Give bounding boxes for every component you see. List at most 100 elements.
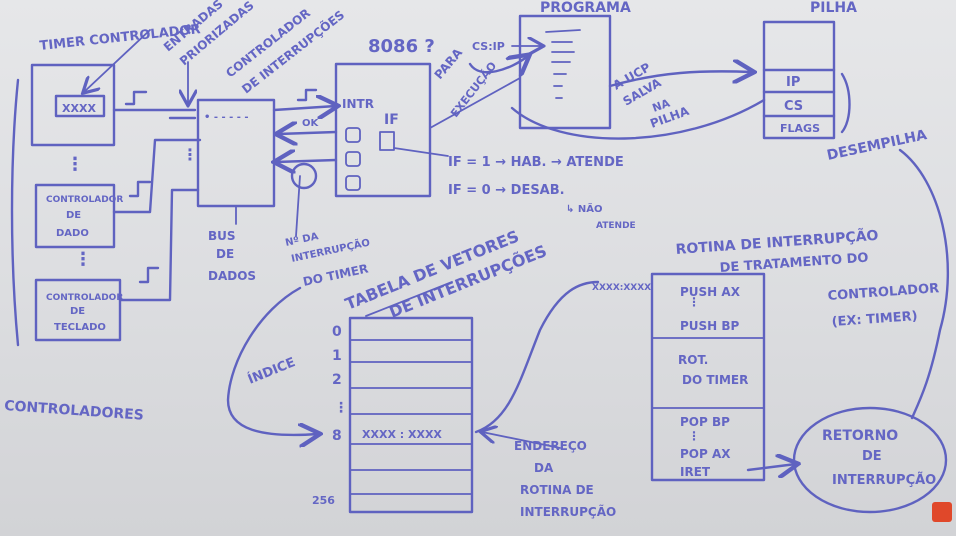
stop-label: PARA [432,45,466,82]
push-dots: ⋮ [688,295,700,309]
isr-title-3: CONTROLADOR [827,281,939,304]
isr-address-label-4: INTERRUPÇÃO [520,504,616,519]
pulse-symbol-keyboard [138,266,160,284]
cs-ip-label: CS:IP [472,40,505,53]
cpu-title: 8086 ? [368,36,435,57]
timer-pointer-arrow [84,29,151,92]
irq-line-keyboard [118,188,200,302]
controller-dots: ⋮ [182,145,198,164]
stack-ip-label: IP [786,75,800,90]
bus-label-3: DADOS [208,269,256,283]
not-attend-text-2: ATENDE [596,221,636,231]
keyboard-controller-label-1: CONTROLADOR [46,293,123,303]
isr-start-address: XXXX:XXXX [592,283,651,293]
channel-logo-icon [932,502,952,522]
save-to-stack-arrow [608,71,752,88]
program-group: PROGRAMA CS:IP A UCP SALVA NA PILHA [468,0,766,140]
pulse-symbol-timer [124,90,148,106]
timer-register-box [54,94,106,118]
intr-pin-label: INTR [342,97,374,111]
ack-label: OK [302,118,320,129]
unstack-label: DESEMPILHA [826,127,929,164]
pop-dots: ⋮ [688,429,700,443]
not-attend-text-1: ↳ NÃO [566,202,602,215]
irq-number-label-3: DO TIMER [302,261,370,288]
index-1: 1 [332,348,342,364]
program-arrow [468,56,528,72]
index-label: ÍNDICE [246,354,298,387]
isr-title-4: (EX: TIMER) [831,309,918,330]
stack-flags-label: FLAGS [780,122,820,135]
program-box [518,14,612,130]
ellipsis-dots-1: ⋮ [66,154,84,175]
vector-table-box [348,316,474,514]
controllers-bracket [10,78,20,347]
cpu-reg-3 [345,175,361,191]
irq-line-timer [112,108,197,120]
data-controller-label-2: DE [66,210,81,221]
return-label-1: RETORNO [822,428,898,444]
controllers-caption: CONTROLADORES [4,398,145,424]
index-8: 8 [332,428,342,444]
isr-address-label-3: ROTINA DE [520,483,594,497]
program-title: PROGRAMA [540,0,631,16]
pop-ax-instruction: POP AX [680,447,731,461]
keyboard-controller-label-2: DE [70,306,85,317]
return-label-2: DE [862,449,882,464]
timer-routine-label-2: DO TIMER [682,373,748,387]
interrupt-request-lines [112,61,202,302]
keyboard-controller-box [34,278,122,342]
push-ax-instruction: PUSH AX [680,285,741,299]
irq-number-pointer [295,175,301,237]
iret-instruction: IRET [680,465,711,479]
cpu-box [334,62,432,198]
timer-controller-box [30,63,116,147]
index-2: 2 [332,372,342,388]
stack-box [762,20,836,140]
vector-table-underline [365,281,453,317]
intr-line [272,106,336,110]
stack-dividers [762,68,836,118]
iret-arrow [746,464,796,470]
if-flag-line [393,147,449,157]
data-bus-line [276,160,338,162]
index-arrow [226,286,318,435]
bus-label-1: BUS [208,229,236,243]
cpu-group: 8086 ? INTR IF PARA EXECUÇÃO [334,36,521,198]
data-controller-label-3: DADO [56,228,89,239]
ack-line [278,132,338,134]
if-explanation-group: IF = 1 → HAB. → ATENDE IF = 0 → DESAB. ↳… [448,155,636,231]
index-0: 0 [332,324,342,340]
push-bp-instruction: PUSH BP [680,319,740,333]
stack-cs-label: CS [784,99,803,114]
irq-number-circle [290,162,318,190]
data-controller-label-1: CONTROLADOR [46,195,123,205]
index-ellipsis: ⋮ [334,400,348,416]
if-flag-box [379,131,395,151]
controller-inputs-dots: • - - - - - [204,112,249,123]
isr-title-2: DE TRATAMENTO DO [719,251,869,276]
index-256: 256 [312,494,335,507]
irq-number-label-1: Nº DA [284,231,319,249]
isr-address-label-1: ENDEREÇO [514,439,587,453]
return-group: RETORNO DE INTERRUPÇÃO [792,406,948,514]
bus-label-group: BUS DE DADOS Nº DA INTERRUPÇÃO DO TIMER [208,205,371,289]
stack-brace [840,72,851,134]
isr-box [650,272,766,482]
stack-title: PILHA [810,0,857,16]
if-disabled-text: IF = 0 → DESAB. [448,183,565,198]
isr-section-dividers [651,337,765,409]
return-ellipse [792,406,948,514]
vector-entry-8: XXXX : XXXX [362,428,442,441]
irq-line-data [112,138,202,214]
pulse-symbol-data [128,180,152,198]
return-label-3: INTERRUPÇÃO [832,472,936,488]
isr-address-label-2: DA [534,461,554,475]
cpu-reg-2 [345,151,361,167]
pulse-symbol-intr [296,88,318,102]
timer-routine-label-1: ROT. [678,353,708,367]
pop-bp-instruction: POP BP [680,415,730,429]
vector-table-group: TABELA DE VETORES DE INTERRUPÇÕES 0 1 2 … [226,227,549,514]
vector-to-isr-curve [474,280,600,434]
